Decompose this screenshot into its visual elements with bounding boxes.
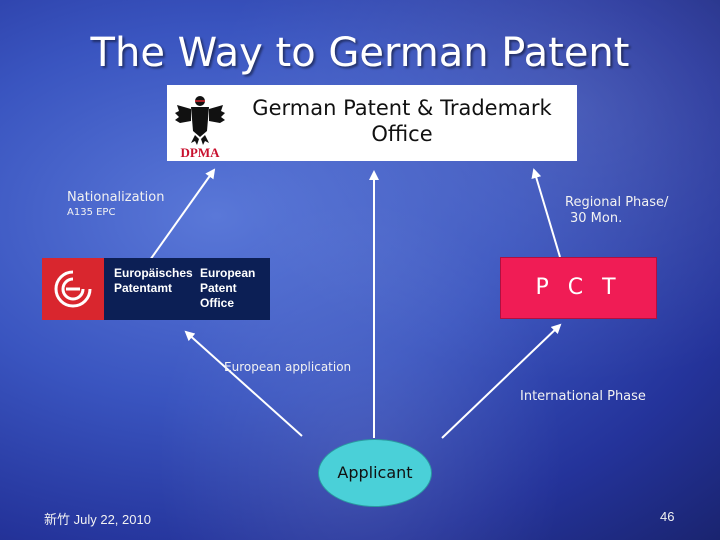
label-nationalization: Nationalization (67, 190, 165, 205)
epo-emblem-icon (54, 270, 92, 308)
arrow-european-application (184, 330, 303, 437)
arrow-regional-phase (531, 168, 561, 258)
arrow-nationalization (149, 168, 216, 261)
label-a135-epc: A135 EPC (67, 207, 116, 218)
label-30-months: 30 Mon. (570, 211, 623, 226)
label-european-application: European application (224, 360, 352, 374)
page-number: 46 (660, 509, 675, 524)
applicant-node: Applicant (318, 439, 432, 507)
epo-name-english: European Patent Office (200, 266, 270, 311)
pct-box: P C T (500, 257, 657, 319)
label-regional-phase: Regional Phase/ (565, 195, 669, 210)
label-international-phase: International Phase (520, 389, 646, 404)
dpma-name: German Patent & Trademark Office (237, 95, 567, 147)
epo-de-line1: Europäisches (114, 266, 193, 280)
dpma-logo-text: DPMA (181, 145, 221, 159)
footer-date: 新竹 July 22, 2010 (44, 512, 151, 527)
epo-name-german: Europäisches Patentamt (114, 266, 193, 296)
epo-en-line2: Patent Office (200, 281, 237, 310)
epo-emblem (42, 258, 104, 320)
dpma-box: DPMA German Patent & Trademark Office (167, 85, 577, 161)
epo-de-line2: Patentamt (114, 281, 173, 295)
epo-logo: Europäisches Patentamt European Patent O… (42, 258, 270, 320)
epo-en-line1: European (200, 266, 256, 280)
dpma-name-line2: Office (371, 122, 433, 146)
arrow-international-phase (441, 323, 562, 439)
federal-eagle-icon: DPMA (169, 96, 231, 159)
slide-title: The Way to German Patent (90, 30, 630, 76)
dpma-name-line1: German Patent & Trademark (252, 96, 552, 120)
